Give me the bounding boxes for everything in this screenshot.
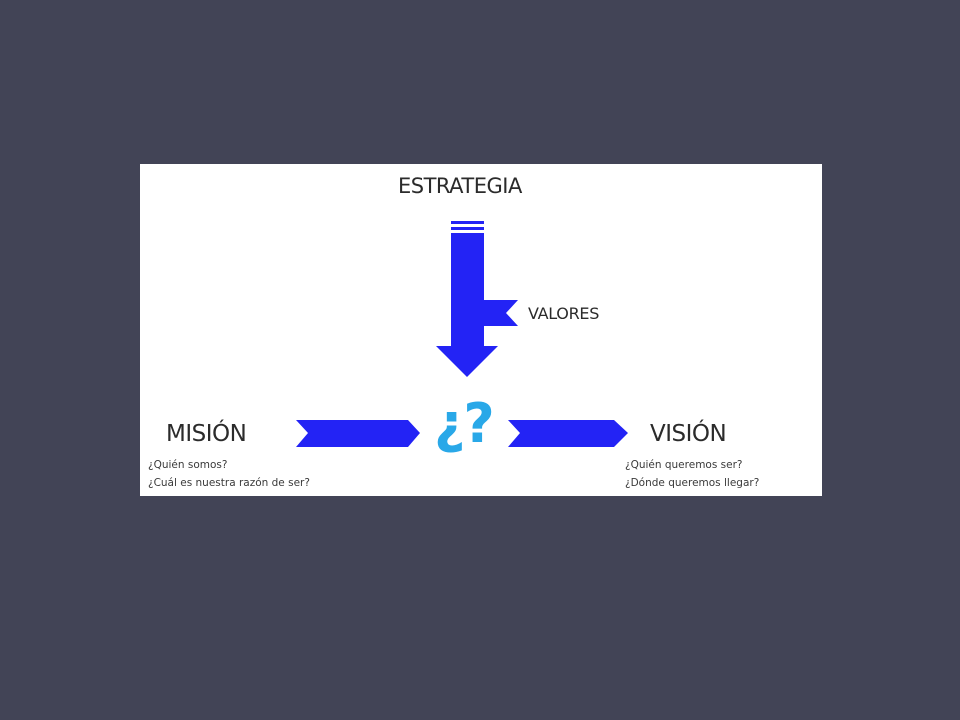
- mision-label: MISIÓN: [166, 421, 247, 447]
- mision-chevron-arrow: [296, 420, 420, 447]
- valores-label: VALORES: [528, 304, 600, 323]
- vision-label: VISIÓN: [650, 421, 727, 447]
- mision-question-1: ¿Quién somos?: [148, 459, 228, 471]
- mision-questions: ¿Quién somos? ¿Cuál es nuestra razón de …: [148, 456, 310, 492]
- vision-question-1: ¿Quién queremos ser?: [625, 459, 743, 471]
- question-mark-symbol: ¿?: [434, 392, 495, 455]
- diagram-shapes: [296, 221, 628, 447]
- strategy-down-arrow: [436, 221, 498, 377]
- vision-question-2: ¿Dónde queremos llegar?: [625, 477, 760, 489]
- strategy-title: ESTRATEGIA: [398, 174, 522, 198]
- vision-chevron-arrow: [508, 420, 628, 447]
- strategy-diagram: ESTRATEGIA VALORES ¿? MISIÓN ¿Quién somo…: [140, 164, 822, 496]
- vision-questions: ¿Quién queremos ser? ¿Dónde queremos lle…: [625, 456, 759, 492]
- valores-flag-arrow: [482, 300, 518, 326]
- mision-question-2: ¿Cuál es nuestra razón de ser?: [148, 477, 310, 489]
